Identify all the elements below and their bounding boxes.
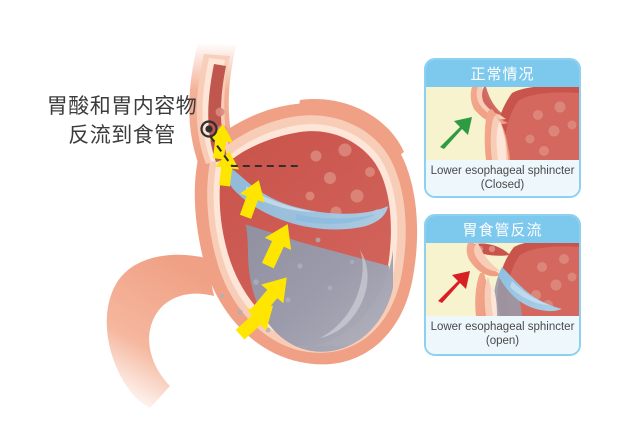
panel-reflux-caption: Lower esophageal sphincter (open) (426, 316, 579, 352)
panel-normal-figure (426, 87, 579, 160)
reflux-arrow-4 (261, 224, 292, 269)
panel-reflux-header: 胃食管反流 (426, 216, 579, 243)
reflux-arrow-3 (239, 180, 265, 219)
green-arrow-icon (440, 117, 472, 149)
callout-leader (209, 135, 300, 168)
panel-reflux-condition[interactable]: 胃食管反流 (424, 214, 581, 356)
panel-normal-header: 正常情况 (426, 60, 579, 87)
reflux-arrow-2 (215, 151, 240, 187)
reflux-arrows (209, 124, 292, 340)
panel-reflux-figure (426, 243, 579, 316)
panel-normal-condition[interactable]: 正常情况 (424, 58, 581, 198)
reflux-arrow-5 (251, 277, 287, 317)
reflux-annotation-label: 胃酸和胃内容物 反流到食管 (46, 94, 198, 147)
red-arrow-icon (438, 271, 470, 303)
reflux-arrow-1 (209, 124, 234, 160)
panel-normal-caption: Lower esophageal sphincter (Closed) (426, 160, 579, 196)
reflux-arrow-6 (235, 305, 274, 340)
callout-dot-icon (200, 120, 218, 138)
